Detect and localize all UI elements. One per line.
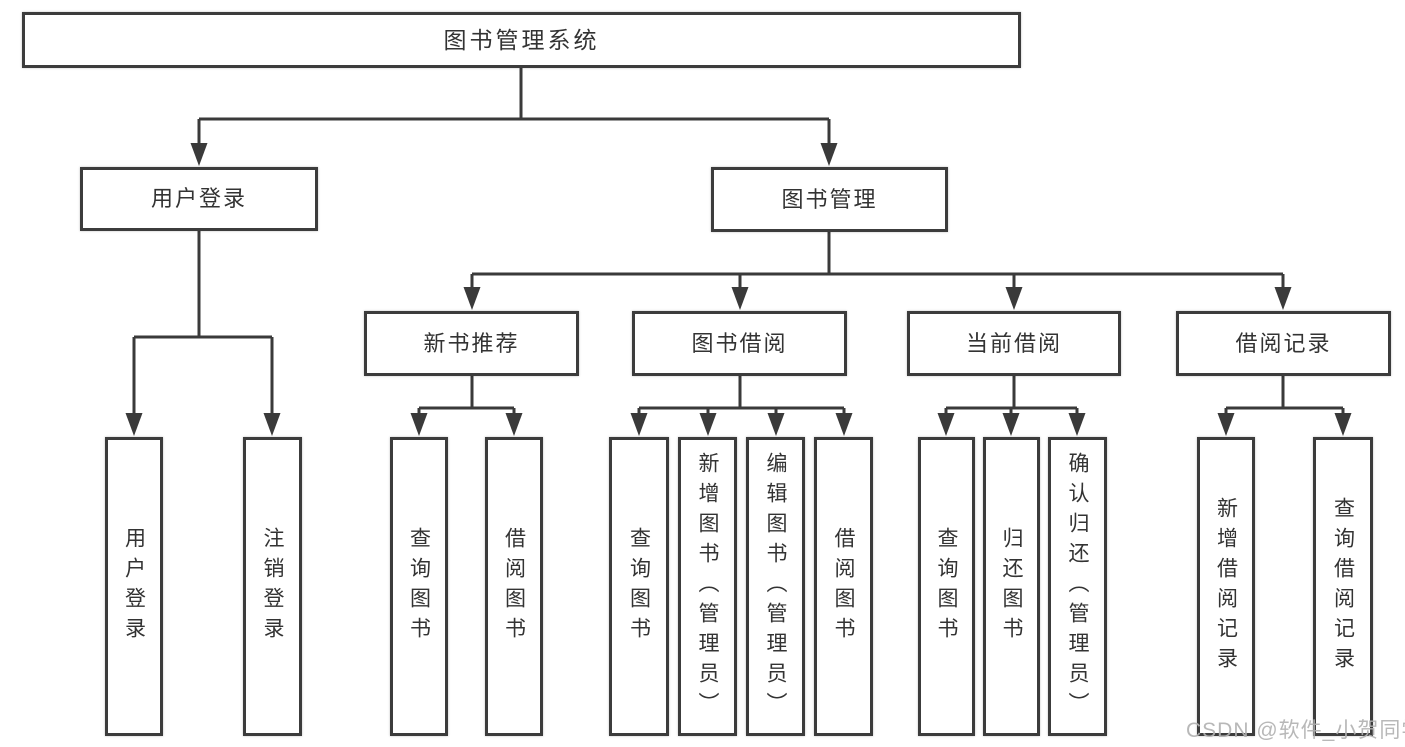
leaf-edit-book-admin: 编辑图书（管理员）	[746, 437, 805, 736]
leaf-confirm-return-admin: 确认归还（管理员）	[1048, 437, 1107, 736]
leaf-query-book-current: 查询图书	[918, 437, 975, 736]
node-borrow-records: 借阅记录	[1176, 311, 1391, 376]
leaf-borrow-book-recommend: 借阅图书	[485, 437, 543, 736]
node-new-book-recommend: 新书推荐	[364, 311, 579, 376]
node-user-login: 用户登录	[80, 167, 318, 231]
leaf-add-borrow-record: 新增借阅记录	[1197, 437, 1255, 736]
leaf-query-book-borrow: 查询图书	[609, 437, 669, 736]
leaf-add-book-admin: 新增图书（管理员）	[678, 437, 737, 736]
leaf-logout: 注销登录	[243, 437, 302, 736]
leaf-user-login: 用户登录	[105, 437, 163, 736]
leaf-borrow-book: 借阅图书	[814, 437, 873, 736]
csdn-watermark: CSDN @软件_小贺同学	[1186, 719, 1405, 742]
node-book-borrow: 图书借阅	[632, 311, 847, 376]
node-current-borrow: 当前借阅	[907, 311, 1121, 376]
node-library-management-system: 图书管理系统	[22, 12, 1021, 68]
leaf-return-book: 归还图书	[983, 437, 1040, 736]
leaf-query-book-recommend: 查询图书	[390, 437, 448, 736]
node-book-management: 图书管理	[711, 167, 948, 232]
leaf-query-borrow-record: 查询借阅记录	[1313, 437, 1373, 736]
